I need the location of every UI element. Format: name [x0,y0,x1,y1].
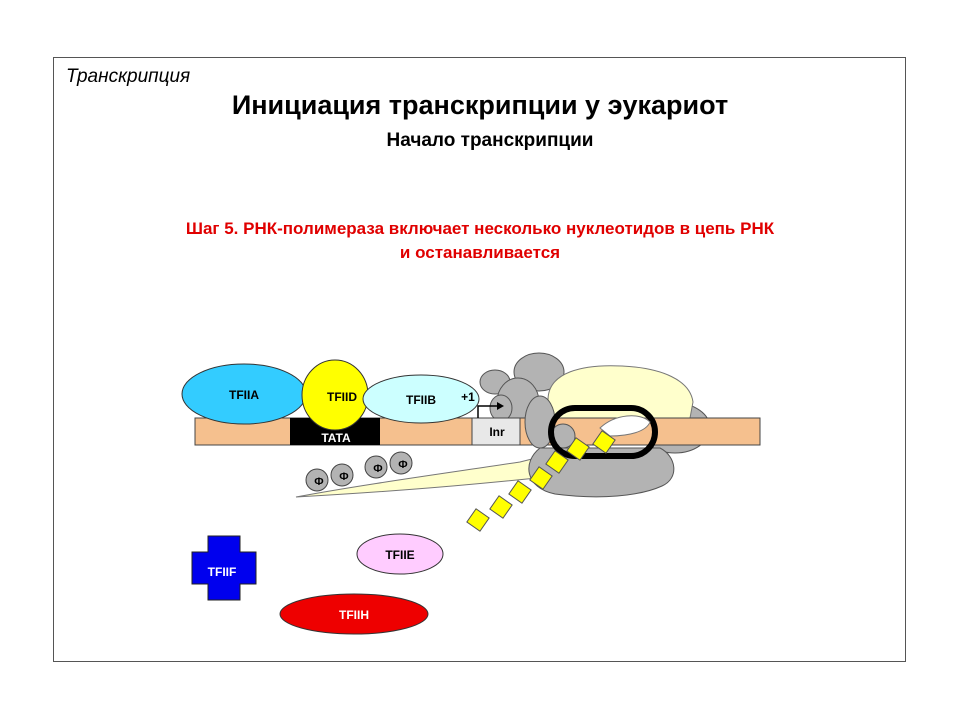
tata-label: TATA [321,431,351,445]
phosphate-label: Ф [373,463,382,475]
phosphate-label: Ф [314,476,323,488]
rna-nucleotide [545,450,569,474]
start-site-arrow [477,405,497,418]
step-line-1: Шаг 5. РНК-полимераза включает несколько… [185,219,775,238]
inr-label: Inr [489,425,505,439]
tfiif-label: TFIIF [208,565,237,579]
tfiih-factor [279,593,429,635]
tfiid-label: TFIID [327,390,357,404]
tfiif-factor [191,535,257,601]
rna-nucleotide [466,508,490,532]
tfiih-label: TFIIH [339,608,369,622]
rna-nucleotide-chain [466,430,616,532]
phosphate-groups: Ф Ф Ф Ф [305,451,413,492]
phosphate-circle [305,468,329,492]
tfiib-label: TFIIB [406,393,436,407]
tfiia-label: TFIIA [229,388,259,402]
step-line-2: и останавливается [399,243,561,262]
rna-nucleotide [489,495,513,519]
step-description: Шаг 5. РНК-полимераза включает несколько… [0,217,960,265]
rna-nucleotide [592,430,616,454]
section-label: Транскрипция [66,66,191,87]
phosphate-label: Ф [398,459,407,471]
polymerase-clamp [547,365,694,419]
rna-nucleotide [508,480,532,504]
polymerase-inner [599,415,651,437]
transcription-bubble [548,405,658,459]
tfiib-factor [362,374,480,424]
inr-box [471,417,521,446]
phosphate-label: Ф [339,471,348,483]
start-site-label: +1 [461,390,475,404]
phosphate-circle [389,451,413,475]
slide-frame [53,57,906,662]
page-subtitle: Начало транскрипции [386,130,594,151]
rna-nucleotide [566,437,590,461]
phosphate-circle [330,463,354,487]
rna-nucleotide [529,466,553,490]
tfiie-label: TFIIE [385,548,414,562]
start-site-arrowhead [497,402,504,410]
page-title: Инициация транскрипции у эукариот [231,90,729,120]
tfiie-factor [356,533,444,575]
phosphate-circle [364,455,388,479]
